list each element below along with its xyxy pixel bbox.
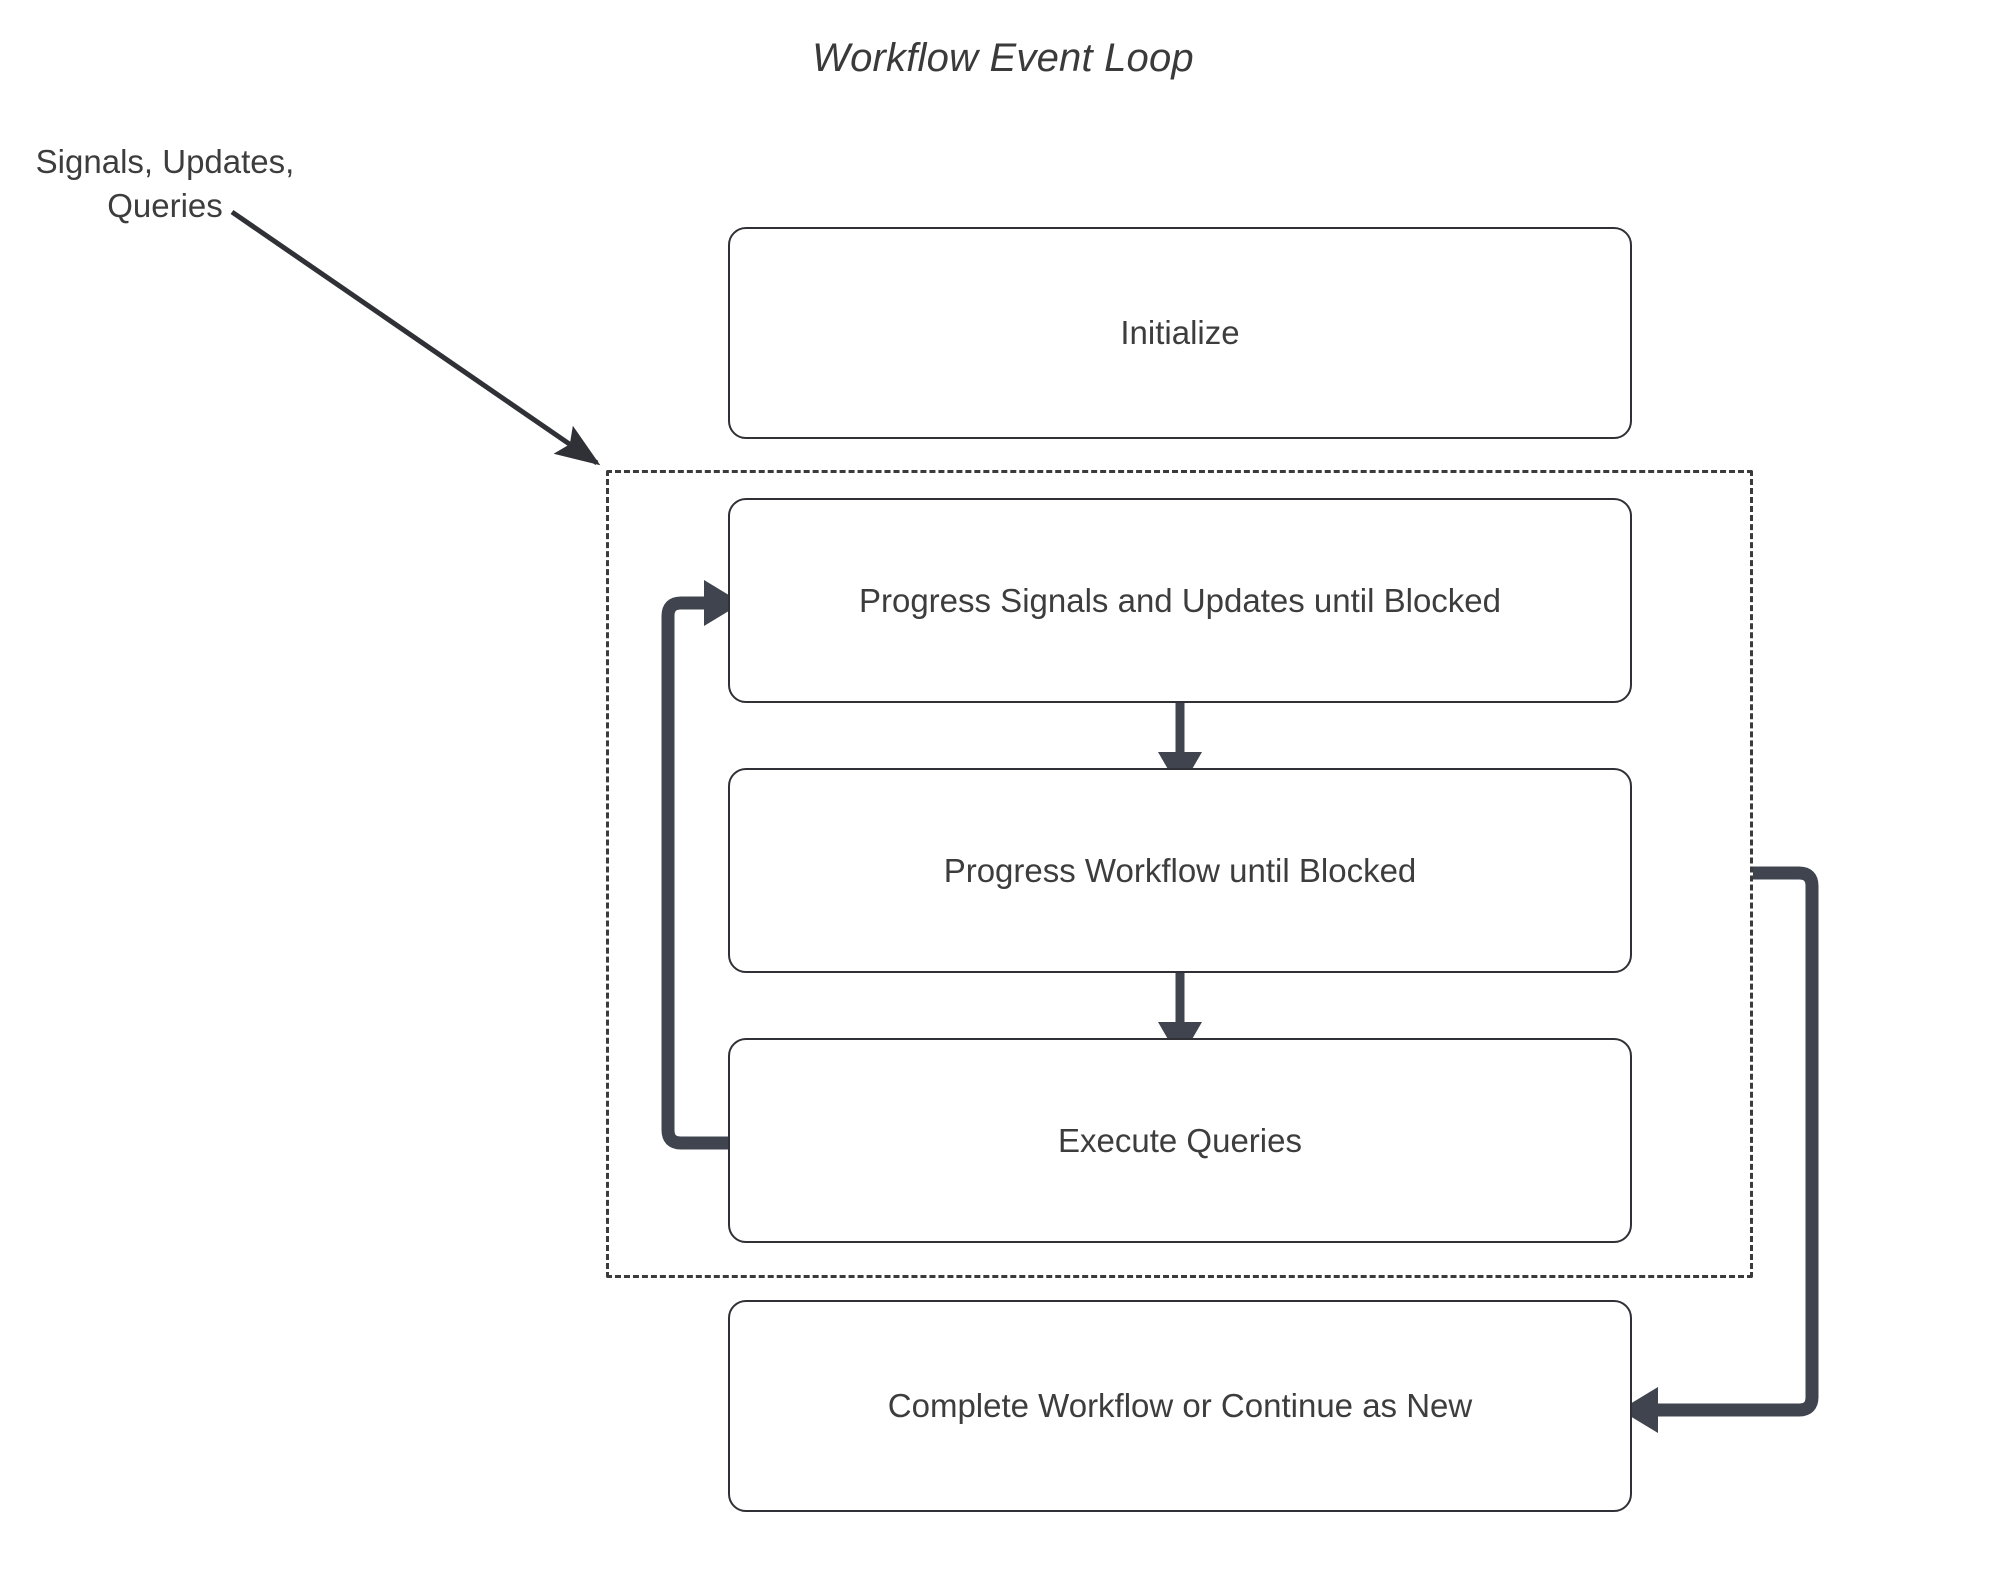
node-progress-signals[interactable]: Progress Signals and Updates until Block… — [728, 498, 1632, 703]
node-execute-queries[interactable]: Execute Queries — [728, 1038, 1632, 1243]
node-execute-queries-label: Execute Queries — [1058, 1121, 1302, 1159]
node-progress-workflow[interactable]: Progress Workflow until Blocked — [728, 768, 1632, 973]
node-progress-workflow-label: Progress Workflow until Blocked — [943, 851, 1417, 889]
page-title: Workflow Event Loop — [812, 36, 1194, 80]
edge-external-to-loop — [230, 209, 601, 466]
node-complete-workflow[interactable]: Complete Workflow or Continue as New — [728, 1300, 1632, 1512]
node-complete-workflow-label: Complete Workflow or Continue as New — [887, 1387, 1473, 1425]
node-initialize-label: Initialize — [1120, 314, 1240, 352]
node-initialize[interactable]: Initialize — [728, 227, 1632, 439]
node-progress-signals-label: Progress Signals and Updates until Block… — [858, 581, 1502, 619]
signals-updates-queries-label: Signals, Updates, Queries — [35, 143, 295, 224]
